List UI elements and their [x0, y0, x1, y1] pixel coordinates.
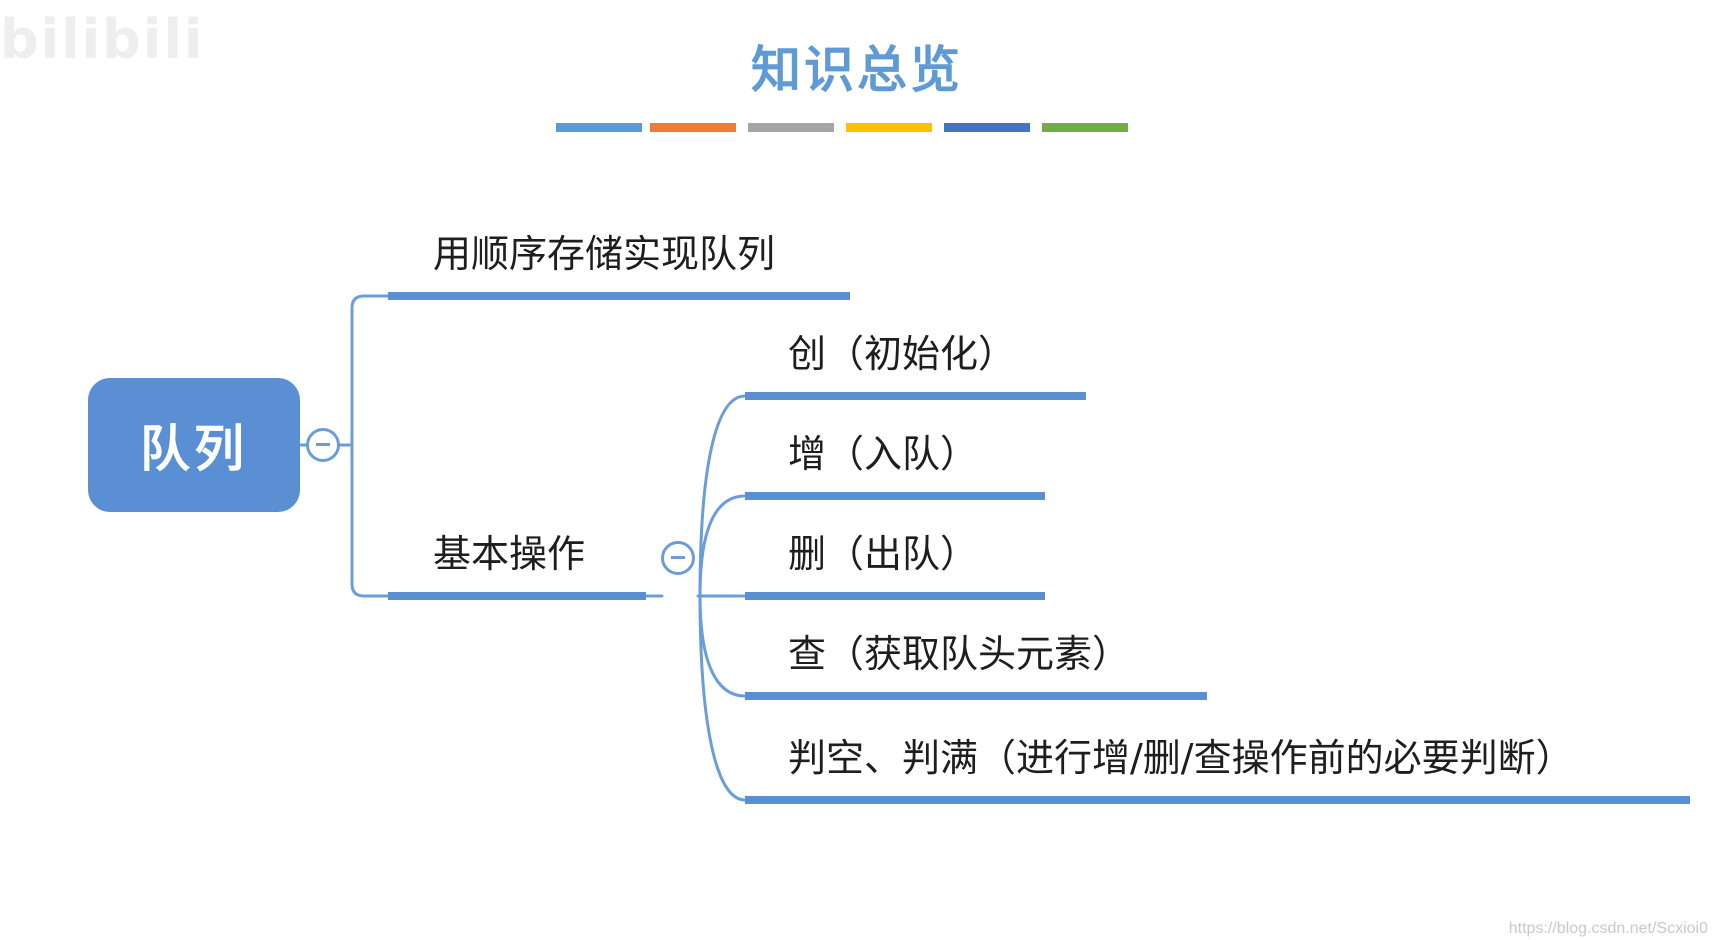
root-node-queue[interactable]: 队列 [88, 378, 300, 512]
minus-icon [671, 556, 685, 559]
page-title: 知识总览 [751, 41, 963, 99]
leaf-dequeue-label[interactable]: 删（出队） [788, 532, 979, 576]
leaf-enqueue-underline [745, 492, 1045, 500]
divider-segment-1 [556, 123, 642, 132]
collapse-basic-operations-button[interactable] [661, 541, 695, 575]
leaf-create-underline [745, 392, 1086, 400]
branch-basic-operations-underline [388, 592, 646, 600]
leaf-get-head-underline [745, 692, 1207, 700]
leaf-create-label[interactable]: 创（初始化） [788, 332, 1017, 376]
divider-segment-2 [650, 123, 736, 132]
divider-segment-4 [846, 123, 932, 132]
bilibili-logo: bilibili [0, 8, 205, 71]
divider-segment-5 [944, 123, 1030, 132]
branch-sequential-storage-underline [388, 292, 850, 300]
divider-segment-3 [748, 123, 834, 132]
leaf-empty-full-check-underline [745, 796, 1690, 804]
source-watermark: https://blog.csdn.net/Scxioi0 [1508, 920, 1708, 937]
leaf-get-head-label[interactable]: 查（获取队头元素） [788, 632, 1131, 676]
divider-segment-6 [1042, 123, 1128, 132]
leaf-dequeue-underline [745, 592, 1045, 600]
branch-sequential-storage-label[interactable]: 用顺序存储实现队列 [433, 232, 776, 276]
leaf-empty-full-check-label[interactable]: 判空、判满（进行增/删/查操作前的必要判断） [788, 736, 1574, 780]
leaf-enqueue-label[interactable]: 增（入队） [788, 432, 979, 476]
minus-icon [316, 443, 330, 446]
branch-basic-operations-label[interactable]: 基本操作 [433, 532, 586, 576]
collapse-root-button[interactable] [306, 428, 340, 462]
